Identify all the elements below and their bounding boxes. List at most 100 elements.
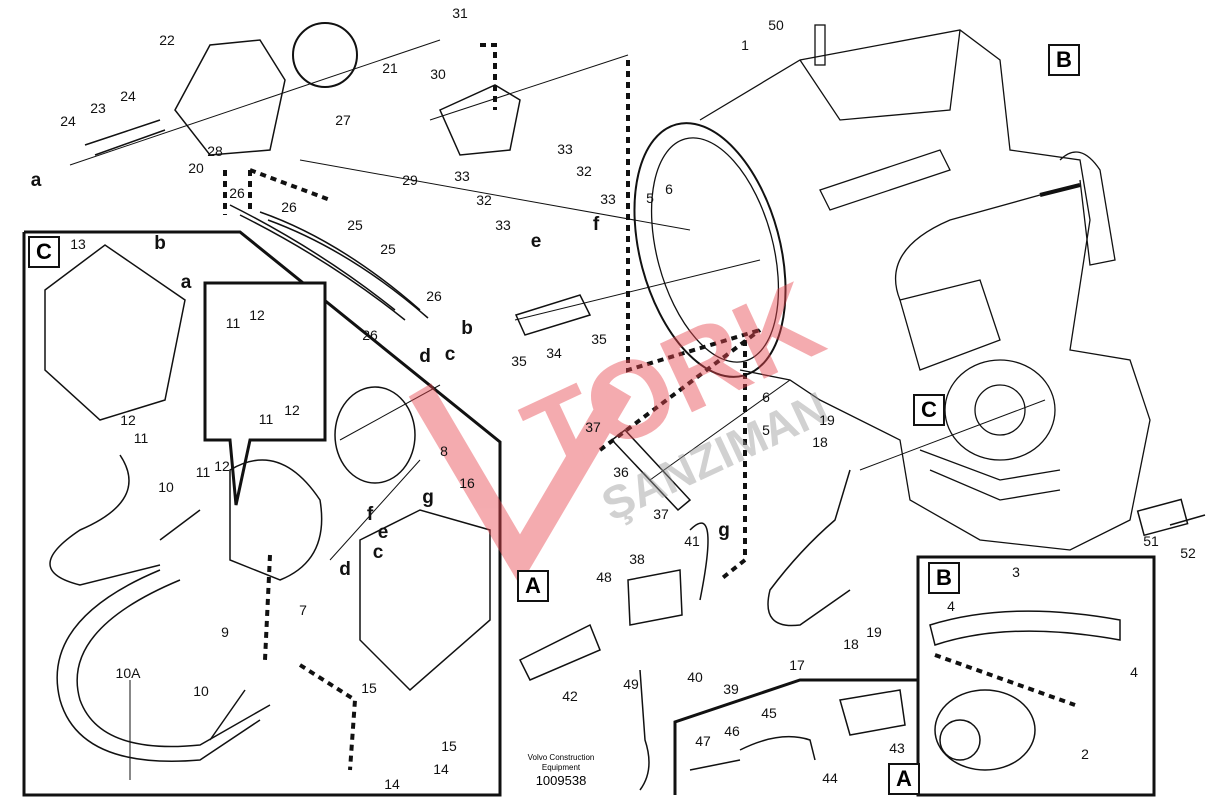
part-callout: 30 — [430, 66, 446, 82]
part-callout: 45 — [761, 705, 777, 721]
part-callout: 33 — [600, 191, 616, 207]
part-callout: 23 — [90, 100, 106, 116]
part-callout: 17 — [789, 657, 805, 673]
part-callout: 32 — [576, 163, 592, 179]
section-a-border — [673, 678, 920, 795]
part-callout: 4 — [1130, 664, 1138, 680]
part-callout: 21 — [382, 60, 398, 76]
part-callout: 49 — [623, 676, 639, 692]
part-callout: 19 — [866, 624, 882, 640]
part-callout: 10 — [193, 683, 209, 699]
part-callout: 28 — [207, 143, 223, 159]
part-callout: 3 — [1012, 564, 1020, 580]
part-callout: 14 — [433, 761, 449, 777]
part-callout: 4 — [947, 598, 955, 614]
connection-letter: c — [372, 542, 384, 563]
connection-letter: d — [339, 559, 351, 580]
part-callout: 51 — [1143, 533, 1159, 549]
part-callout: 24 — [120, 88, 136, 104]
part-callout: 5 — [646, 190, 654, 206]
part-callout: 16 — [459, 475, 475, 491]
section-c-border — [22, 230, 502, 797]
part-callout: 37 — [653, 506, 669, 522]
part-callout: 32 — [476, 192, 492, 208]
part-callout: 7 — [299, 602, 307, 618]
part-callout: 5 — [762, 422, 770, 438]
section-b-marker: B — [928, 562, 960, 594]
part-callout: 42 — [562, 688, 578, 704]
part-callout: 20 — [188, 160, 204, 176]
connection-letter: b — [461, 318, 473, 339]
part-callout: 40 — [687, 669, 703, 685]
connection-letter: b — [154, 233, 166, 254]
connection-letter: c — [444, 344, 456, 365]
part-callout: 13 — [70, 236, 86, 252]
part-callout: 18 — [843, 636, 859, 652]
section-c-marker: C — [28, 236, 60, 268]
part-callout: 35 — [591, 331, 607, 347]
part-callout: 43 — [889, 740, 905, 756]
part-callout: 15 — [361, 680, 377, 696]
part-callout: 11 — [258, 411, 274, 427]
dashed-reference-lines — [223, 43, 1076, 771]
connection-letter: f — [366, 504, 374, 525]
part-callout: 1 — [741, 37, 749, 53]
part-callout: 34 — [546, 345, 562, 361]
detail-inset-border — [203, 281, 327, 506]
part-callout: 8 — [440, 443, 448, 459]
part-callout: 46 — [724, 723, 740, 739]
part-callout: 31 — [452, 5, 468, 21]
part-callout: 6 — [665, 181, 673, 197]
part-callout: 10A — [115, 665, 141, 681]
leader-lines — [69, 39, 1046, 780]
part-callout: 33 — [454, 168, 470, 184]
part-callout: 14 — [384, 776, 400, 792]
part-callout: 12 — [120, 412, 136, 428]
part-callout: 26 — [426, 288, 442, 304]
part-callout: 26 — [281, 199, 297, 215]
part-callout: 48 — [596, 569, 612, 585]
part-callout: 6 — [762, 389, 770, 405]
publisher-label: Volvo Construction Equipment — [527, 753, 595, 772]
part-callout: 33 — [557, 141, 573, 157]
part-callout: 33 — [495, 217, 511, 233]
part-callout: 22 — [159, 32, 175, 48]
part-callout: 25 — [347, 217, 363, 233]
connection-letter: d — [419, 346, 431, 367]
connection-letter: g — [422, 487, 434, 508]
part-callout: 25 — [380, 241, 396, 257]
part-callout: 12 — [249, 307, 265, 323]
part-callout: 11 — [133, 430, 149, 446]
section-c-marker: C — [913, 394, 945, 426]
section-b-marker: B — [1048, 44, 1080, 76]
part-callout: 35 — [511, 353, 527, 369]
part-callout: 15 — [441, 738, 457, 754]
part-callout: 38 — [629, 551, 645, 567]
part-callout: 44 — [822, 770, 838, 786]
connection-letter: g — [718, 520, 730, 541]
part-callout: 24 — [60, 113, 76, 129]
connection-letter: a — [180, 272, 192, 293]
drawing-number: 1009538 — [535, 773, 587, 788]
connection-letter: e — [377, 522, 389, 543]
part-callout: 27 — [335, 112, 351, 128]
part-callout: 41 — [684, 533, 700, 549]
part-callout: 12 — [214, 458, 230, 474]
part-callout: 19 — [819, 412, 835, 428]
part-callout: 11 — [225, 315, 241, 331]
part-callout: 37 — [585, 419, 601, 435]
part-callout: 50 — [768, 17, 784, 33]
part-callout: 36 — [613, 464, 629, 480]
part-callout: 39 — [723, 681, 739, 697]
connection-letter: f — [592, 214, 600, 235]
part-callout: 2 — [1081, 746, 1089, 762]
section-a-marker: A — [517, 570, 549, 602]
part-callout: 29 — [402, 172, 418, 188]
section-a-marker: A — [888, 763, 920, 795]
part-callout: 26 — [229, 185, 245, 201]
part-callout: 18 — [812, 434, 828, 450]
part-callout: 9 — [221, 624, 229, 640]
connection-letter: a — [30, 170, 42, 191]
section-b-border — [916, 555, 1156, 797]
